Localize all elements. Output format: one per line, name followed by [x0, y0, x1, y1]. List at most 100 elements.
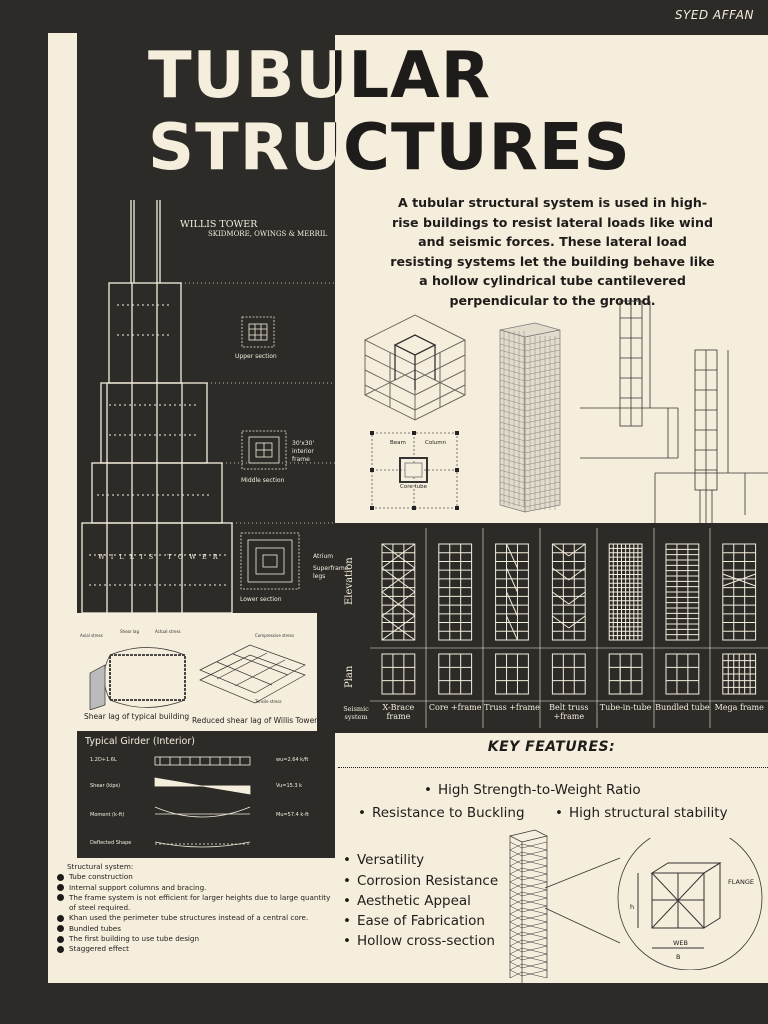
key-feature-item: Versatility — [343, 852, 424, 868]
system-label: Mega frame — [714, 703, 764, 712]
lattice-member — [521, 915, 548, 923]
structural-system-item: Staggered effect — [57, 944, 332, 954]
lattice-member — [521, 945, 548, 953]
elevation-dimension-drawing-2 — [654, 349, 768, 523]
system-brace — [568, 543, 586, 557]
facade-grid-line — [524, 487, 561, 496]
facade-grid-line — [524, 445, 561, 454]
system-brace — [506, 543, 518, 569]
girder-row-value: Mu=57.4 k-ft — [276, 812, 309, 818]
facade-grid-line — [524, 361, 561, 370]
facade-grid-line — [524, 337, 561, 346]
lattice-member — [509, 905, 523, 913]
facade-grid-line — [524, 421, 561, 430]
structural-system-list: Tube construction Internal support colum… — [57, 872, 332, 954]
facade-grid-line — [524, 475, 561, 484]
system-brace — [381, 615, 416, 641]
core-tube-label: Core tube — [400, 484, 427, 490]
svg-text:Axial stress: Axial stress — [80, 633, 103, 638]
facade-grid-line — [524, 451, 561, 460]
grid-tower-drawing — [499, 322, 561, 513]
facade-grid-line — [524, 481, 561, 490]
lattice-member — [509, 841, 523, 849]
system-plan-inner-tube — [619, 666, 632, 682]
facade-grid-line — [524, 367, 561, 376]
girder-title: Typical Girder (Interior) — [85, 736, 195, 747]
key-feature-top-3: High structural stability — [555, 805, 728, 821]
lattice-member — [509, 897, 523, 905]
structural-system-item: Khan used the perimeter tube structures … — [57, 913, 332, 923]
shear-lag-typical-caption: Shear lag of typical building — [84, 712, 190, 721]
system-label: Bundled tube — [655, 703, 710, 712]
lattice-member — [509, 843, 523, 851]
system-brace — [722, 573, 756, 587]
lattice-member — [509, 875, 523, 883]
system-brace — [506, 567, 518, 593]
lattice-member — [509, 899, 523, 907]
interior-frame-label: 30'x30' interior frame — [292, 440, 315, 463]
lattice-member — [509, 939, 523, 947]
structural-system-item: Tube construction — [57, 872, 332, 882]
girder-row-label: 1.2D+1.6L — [90, 757, 117, 763]
system-elevation-frame — [495, 543, 529, 641]
lattice-member — [521, 913, 548, 921]
lattice-member — [521, 865, 548, 873]
system-brace — [552, 591, 570, 605]
h-label: h — [630, 903, 635, 911]
lattice-member — [521, 889, 548, 897]
lattice-tower-drawing — [508, 829, 549, 983]
willis-tower-name: WILLIS TOWER — [180, 219, 258, 230]
lattice-member — [509, 923, 523, 931]
lattice-member — [521, 955, 548, 963]
column-label: Column — [425, 440, 447, 446]
structural-system-item: The first building to use tube design — [57, 934, 332, 944]
lattice-member — [509, 969, 523, 977]
girder-row-value: wu=2.64 k/ft — [276, 757, 309, 763]
lattice-member — [509, 945, 523, 953]
key-feature-item: Hollow cross-section — [343, 933, 495, 949]
atrium-label: Atrium — [313, 553, 334, 560]
system-brace — [552, 543, 570, 557]
left-cream-strip — [48, 33, 77, 983]
key-feature-item: Ease of Fabrication — [343, 913, 485, 929]
system-plan-outline — [608, 653, 643, 695]
willis-tower-firm: SKIDMORE, OWINGS & MERRIL — [208, 230, 328, 238]
facade-grid-line — [524, 493, 561, 502]
lattice-member — [521, 947, 548, 955]
key-feature-top-1: High Strength-to-Weight Ratio — [424, 782, 641, 798]
girder-row-label: Deflected Shape — [90, 840, 132, 846]
key-feature-item: Corrosion Resistance — [343, 873, 498, 889]
lattice-member — [521, 841, 548, 849]
lattice-member — [521, 953, 548, 961]
lattice-member — [521, 971, 548, 979]
system-label: Truss +frame — [484, 703, 540, 712]
system-elevation-frame — [551, 543, 586, 641]
system-elevation-frame — [381, 543, 416, 641]
willis-tower-drawing — [81, 200, 335, 613]
facade-grid-line — [524, 469, 561, 478]
lattice-member — [521, 875, 548, 883]
structural-system-item: Internal support columns and bracing. — [57, 883, 332, 893]
system-elevation-frame — [722, 543, 757, 641]
structural-system-title: Structural system: — [67, 862, 134, 871]
flange-detail-drawing — [544, 838, 763, 970]
lattice-member — [509, 929, 523, 937]
lattice-member — [521, 899, 548, 907]
facade-grid-line — [524, 457, 561, 466]
lattice-member — [509, 857, 523, 865]
system-label: X-Brace frame — [382, 703, 415, 721]
lattice-member — [521, 843, 548, 851]
lattice-member — [509, 881, 523, 889]
system-brace — [568, 615, 586, 629]
lattice-member — [521, 891, 548, 899]
lattice-member — [509, 955, 523, 963]
lattice-member — [521, 905, 548, 913]
facade-grid-line — [524, 355, 561, 364]
facade-grid-line — [524, 433, 561, 442]
girder-row-value: Vu=15.3 k — [276, 783, 303, 789]
system-brace — [381, 543, 416, 569]
